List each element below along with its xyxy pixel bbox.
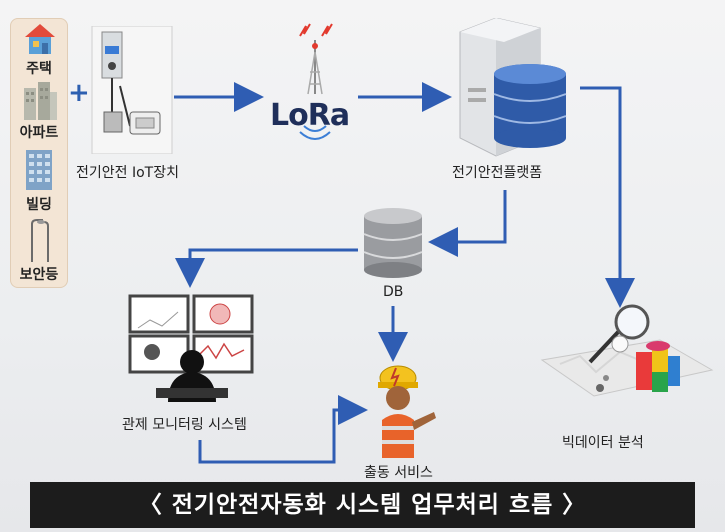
antenna-icon [299, 23, 333, 140]
sidebar-item-streetlight: 보안등 [19, 267, 59, 283]
iot-device-icon [91, 26, 173, 154]
dispatch-label: 출동 서비스 [364, 465, 433, 481]
apartment-icon [24, 82, 57, 120]
arrow-platform-to-db [428, 190, 507, 257]
monitoring-label: 관제 모니터링 시스템 [122, 417, 247, 433]
bigdata-label: 빅데이터 분석 [562, 435, 644, 451]
db-label: DB [383, 284, 404, 300]
arrow-db-to-monitoring [175, 248, 358, 288]
arrow-monitoring-to-dispatch [198, 395, 368, 464]
bigdata-analysis-icon [540, 304, 714, 397]
lora-logo-text: LoRa [270, 98, 350, 133]
sidebar-item-house: 주택 [26, 61, 52, 77]
sidebar-item-apartment: 아파트 [19, 125, 59, 141]
streetlight-icon [31, 219, 49, 262]
db-cylinder-icon [363, 208, 423, 278]
arrow-platform-to-bigdata [580, 86, 635, 308]
house-icon [25, 24, 55, 54]
worker-icon [378, 365, 436, 458]
plus-sign: + [68, 78, 90, 108]
sidebar-item-building: 빌딩 [26, 197, 52, 213]
caption-banner: 〈 전기안전자동화 시스템 업무처리 흐름 〉 [30, 482, 695, 528]
platform-label: 전기안전플랫폼 [452, 165, 543, 181]
building-types-panel: 주택 아파트 빌딩 [10, 18, 68, 288]
office-building-icon [26, 150, 52, 190]
iot-device-label: 전기안전 IoT장치 [76, 165, 179, 181]
server-database-icon [459, 18, 567, 157]
monitoring-station-icon [128, 294, 254, 402]
